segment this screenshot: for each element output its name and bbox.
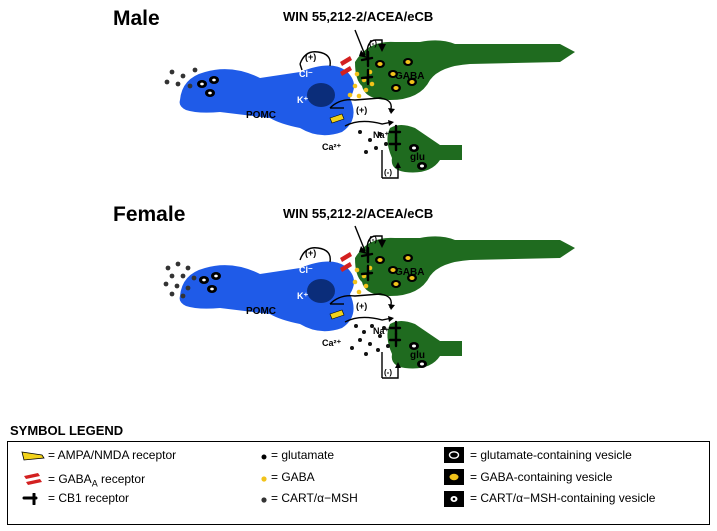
pomc-label-male: POMC — [246, 110, 276, 121]
ca-ion-female: Ca²⁺ — [322, 338, 342, 348]
minus-b-female: (-) — [384, 368, 392, 377]
male-diagram: Cl⁻ K⁺ Na⁺ Ca²⁺ (+) (+) (-) (-) POMC GAB… — [164, 29, 575, 179]
glutamate-vesicle-icon — [444, 447, 464, 463]
cb1-receptor-icon — [22, 493, 38, 505]
gaba-neuron-male — [355, 40, 575, 100]
cl-ion-female: Cl⁻ — [299, 265, 313, 275]
drug-label-male: WIN 55,212-2/ACEA/eCB — [283, 9, 434, 24]
plus-a-female: (+) — [305, 248, 316, 258]
plus-b-female: (+) — [356, 301, 367, 311]
legend-ampa-nmda-text: = AMPA/NMDA receptor — [48, 448, 177, 462]
gaba-label-female: GABA — [395, 267, 424, 278]
minus-a-male: (-) — [369, 39, 377, 48]
gaba-neuron-female — [355, 236, 575, 296]
panel-title-female: Female — [113, 203, 186, 226]
gaba-vesicle-icon — [444, 469, 464, 485]
cl-ion-male: Cl⁻ — [299, 69, 313, 79]
legend-title: SYMBOL LEGEND — [10, 423, 124, 438]
k-ion-male: K⁺ — [297, 95, 308, 105]
legend-gaba-vesicle-text: = GABA-containing vesicle — [470, 470, 613, 484]
pomc-neuron-female — [179, 261, 354, 332]
symbol-legend — [7, 441, 710, 525]
minus-b-male: (-) — [384, 168, 392, 177]
glu-neuron-male — [387, 125, 462, 173]
ampa-nmda-receptor-icon — [21, 451, 45, 461]
legend-gaba-text: = GABA — [271, 470, 315, 484]
minus-a-female: (-) — [369, 235, 377, 244]
ca-ion-male: Ca²⁺ — [322, 142, 342, 152]
plus-a-male: (+) — [305, 52, 316, 62]
gaba-label-male: GABA — [395, 71, 424, 82]
legend-gaba-a-text: = GABAA receptor — [48, 472, 146, 489]
pomc-label-female: POMC — [246, 306, 276, 317]
legend-cb1-text: = CB1 receptor — [48, 491, 130, 505]
glutamate-dot-icon — [261, 454, 267, 460]
gaba-dot-icon — [261, 476, 267, 482]
legend-cart-msh-text: = CART/α−MSH — [271, 491, 358, 505]
glu-neuron-female — [387, 321, 462, 369]
na-ion-female: Na⁺ — [373, 326, 390, 336]
legend-glutamate-vesicle-text: = glutamate-containing vesicle — [470, 448, 632, 462]
gaba-a-receptor-icon — [24, 473, 42, 485]
cart-msh-vesicle-icon — [444, 491, 464, 507]
legend-glutamate-text: = glutamate — [271, 448, 335, 462]
panel-title-male: Male — [113, 7, 160, 30]
plus-b-male: (+) — [356, 105, 367, 115]
legend-cart-msh-vesicle-text: = CART/α−MSH-containing vesicle — [470, 491, 656, 505]
female-diagram: Cl⁻ K⁺ Na⁺ Ca²⁺ (+) (+) (-) (-) POMC GAB… — [163, 225, 575, 379]
k-ion-female: K⁺ — [297, 291, 308, 301]
glu-label-female: glu — [410, 350, 425, 361]
drug-label-female: WIN 55,212-2/ACEA/eCB — [283, 206, 434, 221]
pomc-nucleus-male — [307, 83, 335, 107]
cart-msh-dot-icon — [261, 497, 267, 503]
na-ion-male: Na⁺ — [373, 130, 390, 140]
pomc-neuron-male — [179, 65, 354, 136]
pomc-nucleus-female — [307, 279, 335, 303]
glu-label-male: glu — [410, 152, 425, 163]
